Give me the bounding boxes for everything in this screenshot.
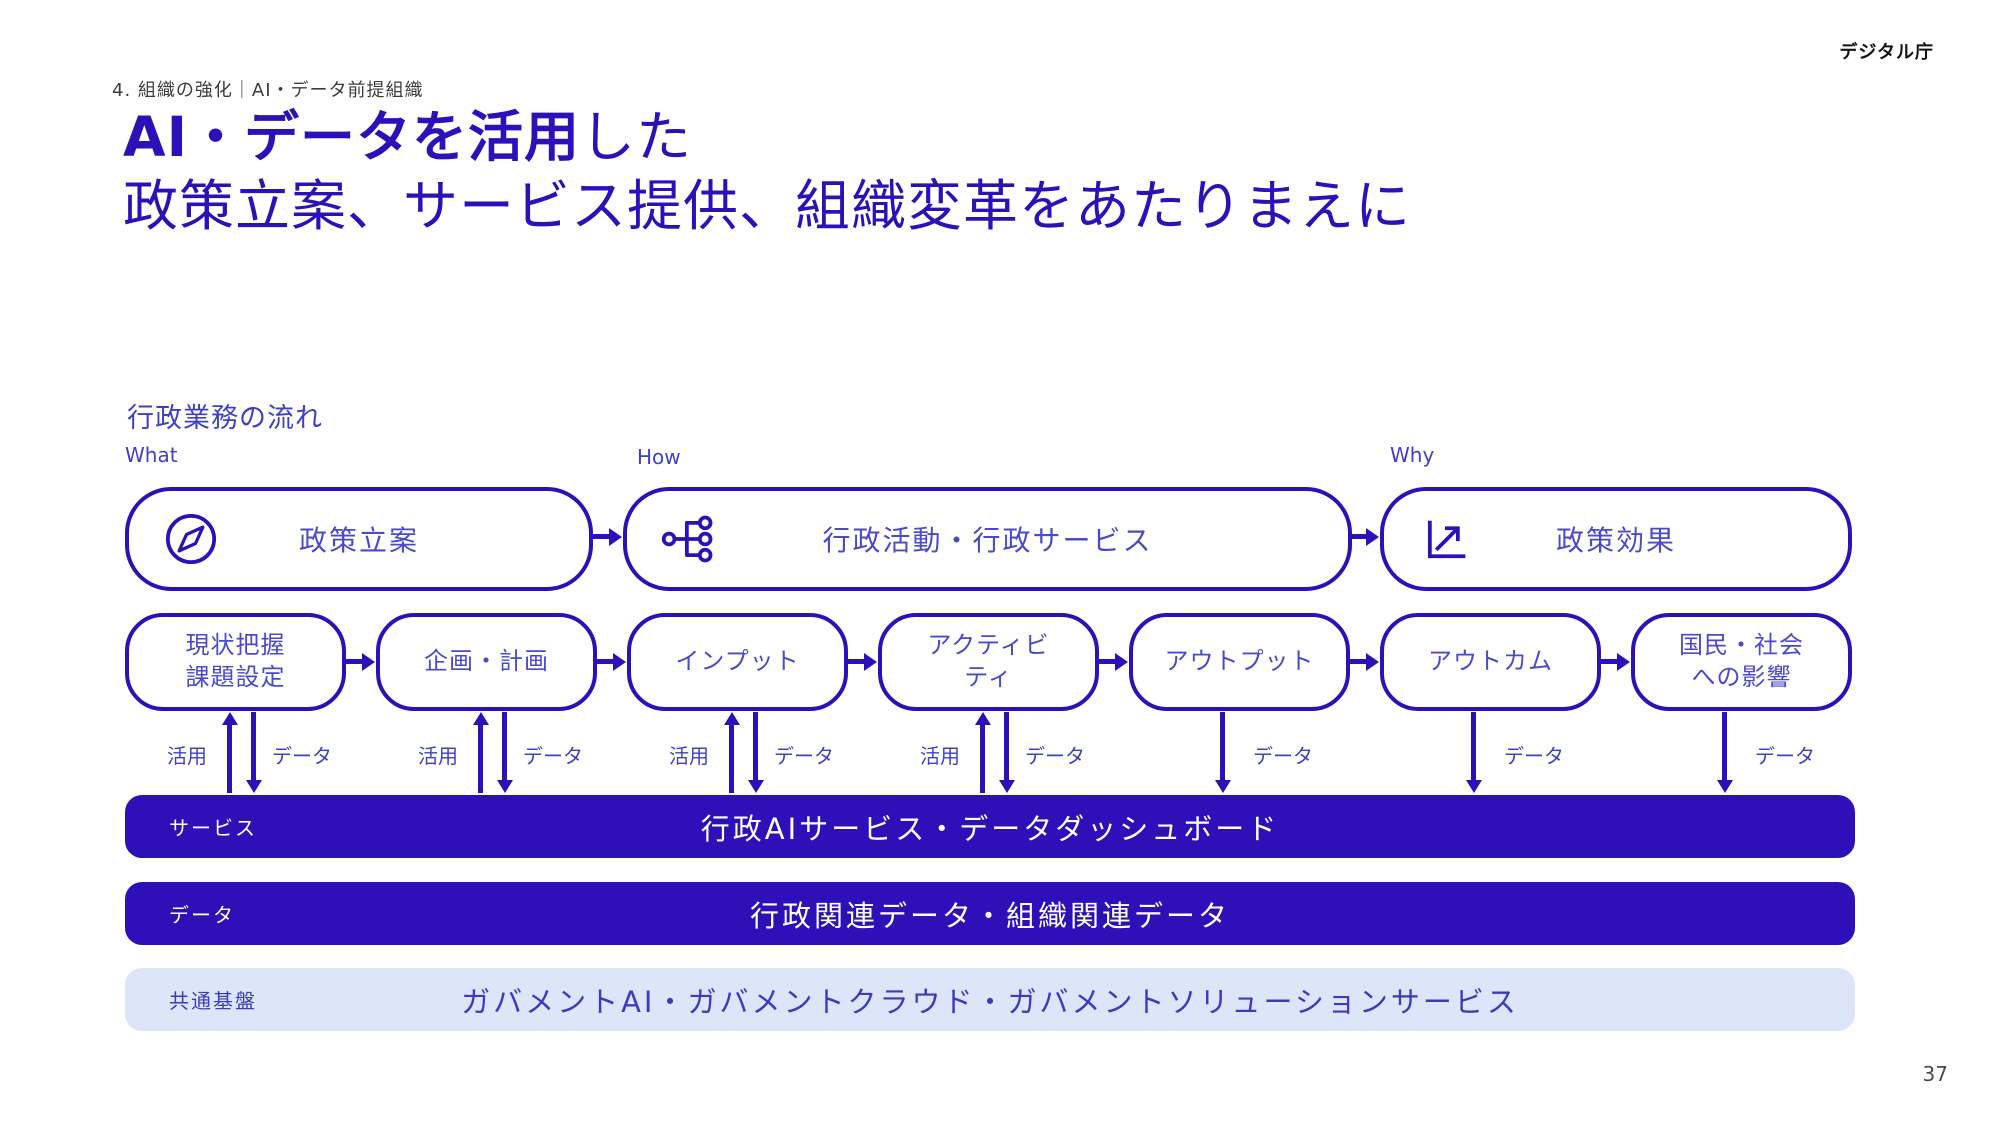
layer-tag: データ <box>169 903 235 927</box>
column-label-what: What <box>125 443 178 467</box>
arrow-right-icon <box>1352 527 1379 546</box>
breadcrumb: 4. 組織の強化｜AI・データ前提組織 <box>112 80 424 101</box>
flow-section-label: 行政業務の流れ <box>127 403 323 434</box>
top-box-label: 政策効果 <box>1555 524 1676 557</box>
top-box-label: 行政活動・行政サービス <box>822 524 1153 557</box>
arrow-down-icon <box>1214 712 1231 793</box>
layer-tag: 共通基盤 <box>169 989 257 1013</box>
use-label: 活用 <box>418 744 458 768</box>
data-label: データ <box>272 744 332 768</box>
arrow-right-icon <box>597 652 626 671</box>
process-box-label: アクティビティ <box>927 631 1050 691</box>
data-label: データ <box>1253 744 1313 768</box>
data-label: データ <box>774 744 834 768</box>
process-box-current-state: 現状把握課題設定 <box>125 613 346 711</box>
page-title: AI・データを活用した政策立案、サービス提供、組織変革をあたりまえに <box>123 103 1411 242</box>
process-box-label: インプット <box>675 647 800 676</box>
use-label: 活用 <box>167 744 207 768</box>
top-box-admin-services: 行政活動・行政サービス <box>623 487 1352 591</box>
process-box-label: 現状把握課題設定 <box>185 631 286 691</box>
process-box-society-impact: 国民・社会への影響 <box>1631 613 1852 711</box>
arrow-down-icon <box>245 712 262 793</box>
process-box-output: アウトプット <box>1129 613 1350 711</box>
arrow-up-icon <box>723 712 740 793</box>
top-box-label: 政策立案 <box>298 524 419 557</box>
use-label: 活用 <box>920 744 960 768</box>
title-line2: 政策立案、サービス提供、組織変革をあたりまえに <box>123 174 1412 239</box>
arrow-up-icon <box>221 712 238 793</box>
agency-logo: デジタル庁 <box>1839 42 1934 63</box>
layer-text: ガバメントAI・ガバメントクラウド・ガバメントソリューションサービス <box>461 984 1519 1019</box>
arrow-down-icon <box>1465 712 1482 793</box>
arrow-down-icon <box>1716 712 1733 793</box>
arrow-up-icon <box>472 712 489 793</box>
arrow-right-icon <box>346 652 375 671</box>
layer-text: 行政関連データ・組織関連データ <box>749 898 1230 933</box>
data-label: データ <box>523 744 583 768</box>
title-bold-part: AI・データを活用 <box>123 105 581 169</box>
arrow-up-icon <box>974 712 991 793</box>
compass-icon <box>163 511 219 567</box>
arrow-down-icon <box>998 712 1015 793</box>
title-regular-part: した <box>580 105 693 169</box>
top-box-policy-planning: 政策立案 <box>125 487 593 591</box>
layer-bar-common-platform: 共通基盤 ガバメントAI・ガバメントクラウド・ガバメントソリューションサービス <box>125 968 1855 1031</box>
top-box-policy-effect: 政策効果 <box>1380 487 1852 591</box>
page-number: 37 <box>1922 1062 1948 1086</box>
arrow-right-icon <box>1350 652 1379 671</box>
data-label: データ <box>1504 744 1564 768</box>
trend-up-icon <box>1418 511 1474 567</box>
arrow-right-icon <box>848 652 877 671</box>
data-label: データ <box>1025 744 1085 768</box>
arrow-right-icon <box>1601 652 1630 671</box>
process-box-label: 企画・計画 <box>424 647 549 676</box>
layer-bar-data: データ 行政関連データ・組織関連データ <box>125 882 1855 945</box>
layer-tag: サービス <box>169 816 257 840</box>
process-box-activity: アクティビティ <box>878 613 1099 711</box>
process-box-label: 国民・社会への影響 <box>1679 631 1804 691</box>
layer-text: 行政AIサービス・データダッシュボード <box>700 811 1280 846</box>
process-box-planning: 企画・計画 <box>376 613 597 711</box>
use-label: 活用 <box>669 744 709 768</box>
arrow-down-icon <box>747 712 764 793</box>
arrow-down-icon <box>496 712 513 793</box>
arrow-right-icon <box>593 527 622 546</box>
arrow-right-icon <box>1099 652 1128 671</box>
process-box-label: アウトカム <box>1428 647 1553 676</box>
branch-icon <box>661 511 717 567</box>
process-box-outcome: アウトカム <box>1380 613 1601 711</box>
column-label-how: How <box>637 445 681 469</box>
column-label-why: Why <box>1390 443 1435 467</box>
data-label: データ <box>1755 744 1815 768</box>
process-box-label: アウトプット <box>1164 647 1315 676</box>
layer-bar-service: サービス 行政AIサービス・データダッシュボード <box>125 795 1855 858</box>
process-box-input: インプット <box>627 613 848 711</box>
